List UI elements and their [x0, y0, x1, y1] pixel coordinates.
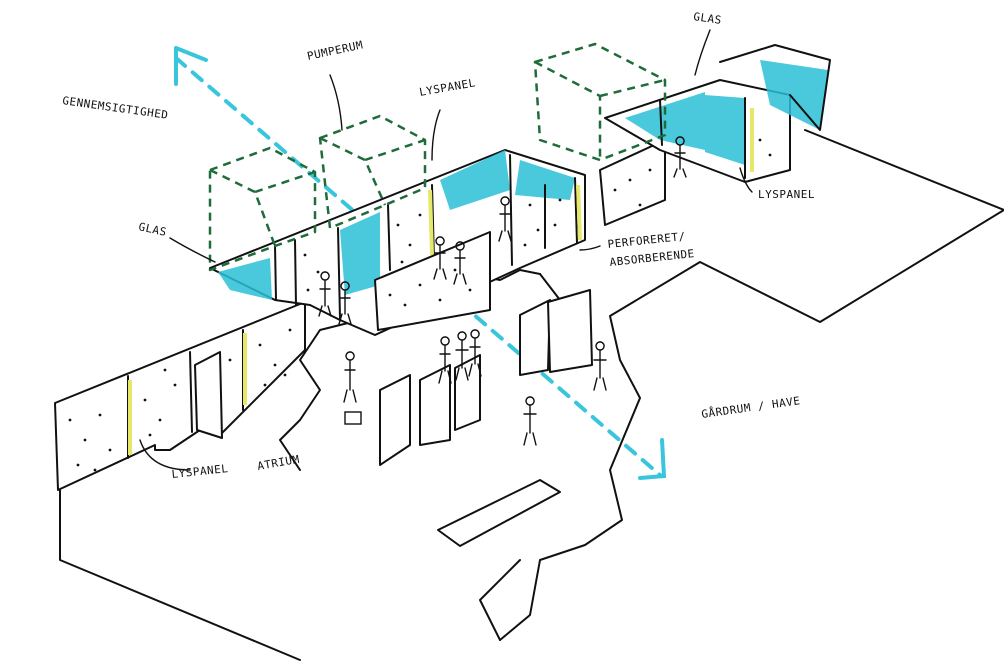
- people: [318, 136, 687, 446]
- leader-lines: [139, 29, 753, 471]
- person: [468, 329, 482, 377]
- arrow-head-bottom: [638, 438, 667, 480]
- label-lyspanel-right: LYSPANEL: [758, 188, 815, 201]
- label-pumperum: PUMPERUM: [306, 38, 364, 63]
- pool: [437, 479, 561, 547]
- atrium-screens: [194, 289, 593, 466]
- arrow-head-top: [174, 46, 208, 86]
- perforation-dots-inner: [388, 268, 472, 307]
- upper-right-block: [719, 44, 831, 131]
- pump-rooms: [208, 42, 667, 272]
- pump-room-2: [318, 114, 427, 230]
- central-wall-dividers: [274, 154, 578, 319]
- person: [523, 396, 537, 446]
- left-wall-panel-divider-2: [189, 351, 193, 433]
- bench: [344, 411, 362, 425]
- label-absorberende: ABSORBERENDE: [609, 247, 695, 269]
- label-perforeret: PERFORERET/: [607, 230, 686, 251]
- label-gardrum: GÅRDRUM / HAVE: [701, 394, 802, 421]
- label-lyspanel-top: LYSPANEL: [418, 76, 476, 99]
- glass-panels-right: [625, 60, 828, 165]
- person: [338, 281, 352, 325]
- person: [438, 336, 452, 384]
- pump-room-1: [208, 146, 317, 272]
- person: [455, 331, 469, 381]
- person: [318, 271, 332, 317]
- perforation-dots-left: [68, 328, 292, 472]
- label-gennemsigtighed: GENNEMSIGTIGHED: [62, 94, 170, 122]
- perforation-dots-right: [613, 138, 772, 207]
- person: [433, 236, 447, 280]
- person: [673, 136, 687, 178]
- light-panel-central-1: [428, 189, 434, 256]
- person: [453, 241, 467, 285]
- label-lyspanel-bottom: LYSPANEL: [171, 462, 229, 481]
- label-atrium: ATRIUM: [256, 453, 300, 473]
- light-panel-central-2: [576, 184, 582, 241]
- glass-panels-central: [218, 150, 575, 300]
- person: [593, 341, 607, 391]
- garden-outline: [499, 129, 1004, 641]
- person: [343, 351, 357, 403]
- perforation-dots-central: [303, 198, 562, 292]
- pump-room-3: [533, 42, 667, 162]
- right-wing-wall: [599, 139, 666, 226]
- label-glas-top: GLAS: [693, 10, 723, 27]
- person: [498, 196, 512, 242]
- label-glas-left: GLAS: [137, 220, 168, 239]
